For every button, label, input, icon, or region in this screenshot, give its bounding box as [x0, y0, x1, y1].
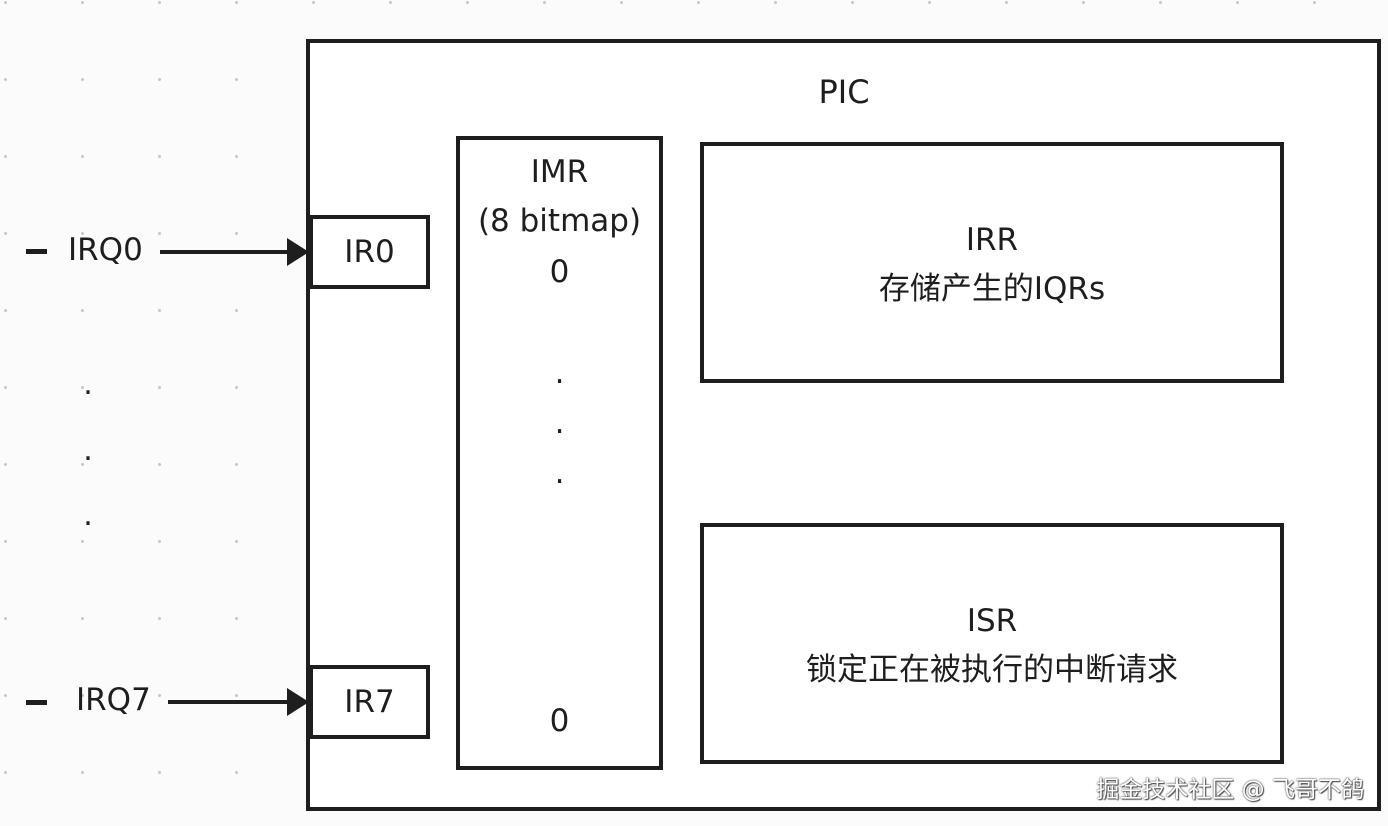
imr-box[interactable]: IMR (8 bitmap) 0 . . . 0: [456, 136, 663, 770]
ir7-box[interactable]: IR7: [309, 665, 430, 739]
irr-description: 存储产生的IQRs: [878, 271, 1106, 307]
input-ellipsis-dot: .: [83, 367, 93, 402]
irq0-label: IRQ0: [68, 232, 143, 268]
imr-ellipsis-dot: .: [554, 355, 565, 391]
isr-title: ISR: [966, 603, 1018, 639]
irq0-line-stub: [26, 249, 47, 254]
irr-title: IRR: [965, 222, 1019, 258]
isr-description: 锁定正在被执行的中断请求: [806, 652, 1178, 688]
imr-ellipsis-dot: .: [554, 455, 565, 491]
irq7-label: IRQ7: [76, 682, 151, 718]
input-ellipsis-dot: .: [83, 433, 93, 468]
isr-box[interactable]: ISR 锁定正在被执行的中断请求: [700, 523, 1284, 764]
imr-last-bit: 0: [549, 703, 570, 739]
ir0-box[interactable]: IR0: [309, 215, 430, 289]
imr-first-bit: 0: [549, 254, 570, 290]
input-ellipsis-dot: .: [83, 498, 93, 533]
imr-ellipsis-dot: .: [554, 405, 565, 441]
pic-title: PIC: [818, 73, 870, 111]
imr-title: IMR: [530, 154, 589, 190]
irr-box[interactable]: IRR 存储产生的IQRs: [700, 142, 1284, 383]
irq7-line-stub: [26, 700, 47, 705]
imr-subtitle: (8 bitmap): [477, 203, 642, 239]
watermark: 掘金技术社区 @ 飞哥不鸽: [1096, 777, 1364, 803]
ir7-label: IR7: [344, 684, 395, 720]
ir0-label: IR0: [344, 234, 395, 270]
